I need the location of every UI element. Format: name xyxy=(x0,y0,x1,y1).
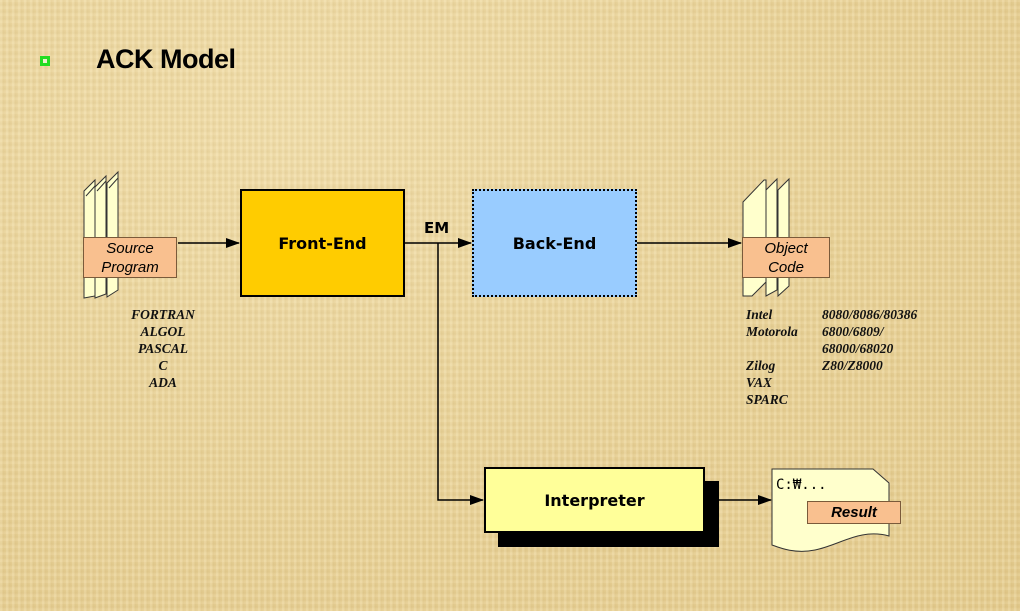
command-prompt-text: C:₩... xyxy=(776,477,827,493)
target-vendor: Motorola xyxy=(746,324,798,339)
source-document-stack-icon xyxy=(83,170,119,299)
source-label-line1: Source xyxy=(106,240,154,257)
target-cpu: 8080/8086/80386 xyxy=(822,307,918,322)
target-row: Motorola 6800/6809/ xyxy=(746,323,1006,340)
target-row: Zilog Z80/Z8000 xyxy=(746,357,1006,374)
back-end-box: Back-End xyxy=(472,189,637,297)
em-label: EM xyxy=(424,219,450,237)
target-vendor: VAX xyxy=(746,375,773,390)
target-vendor: Zilog xyxy=(746,358,776,373)
language-item: C xyxy=(158,358,168,373)
source-languages-list: FORTRAN ALGOL PASCAL C ADA xyxy=(108,306,218,391)
interpreter-label: Interpreter xyxy=(544,490,645,510)
target-cpu: 68000/68020 xyxy=(822,341,894,356)
arrow-em-to-interpreter xyxy=(437,243,484,505)
language-item: PASCAL xyxy=(137,341,188,356)
object-label-line2: Code xyxy=(768,259,804,276)
slide-bullet-icon xyxy=(40,56,50,66)
target-row: SPARC xyxy=(746,391,1006,408)
back-end-label: Back-End xyxy=(512,233,597,253)
source-label-line2: Program xyxy=(101,259,159,276)
object-code-label: Object Code xyxy=(742,237,830,278)
interpreter-box: Interpreter xyxy=(484,467,705,533)
target-vendor: SPARC xyxy=(746,392,788,407)
slide-title: ACK Model xyxy=(96,44,236,74)
language-item: ADA xyxy=(149,375,177,390)
language-item: ALGOL xyxy=(140,324,186,339)
source-program-label: Source Program xyxy=(83,237,177,278)
target-vendor: Intel xyxy=(746,307,773,322)
result-label: Result xyxy=(807,501,901,524)
object-label-line1: Object xyxy=(764,240,808,257)
target-cpu: Z80/Z8000 xyxy=(822,358,883,373)
target-vendor xyxy=(746,340,822,357)
language-item: FORTRAN xyxy=(131,307,195,322)
front-end-box: Front-End xyxy=(240,189,405,297)
target-row: 68000/68020 xyxy=(746,340,1006,357)
target-cpu: 6800/6809/ xyxy=(822,324,884,339)
front-end-label: Front-End xyxy=(278,233,367,253)
target-row: VAX xyxy=(746,374,1006,391)
target-row: Intel 8080/8086/80386 xyxy=(746,306,1006,323)
